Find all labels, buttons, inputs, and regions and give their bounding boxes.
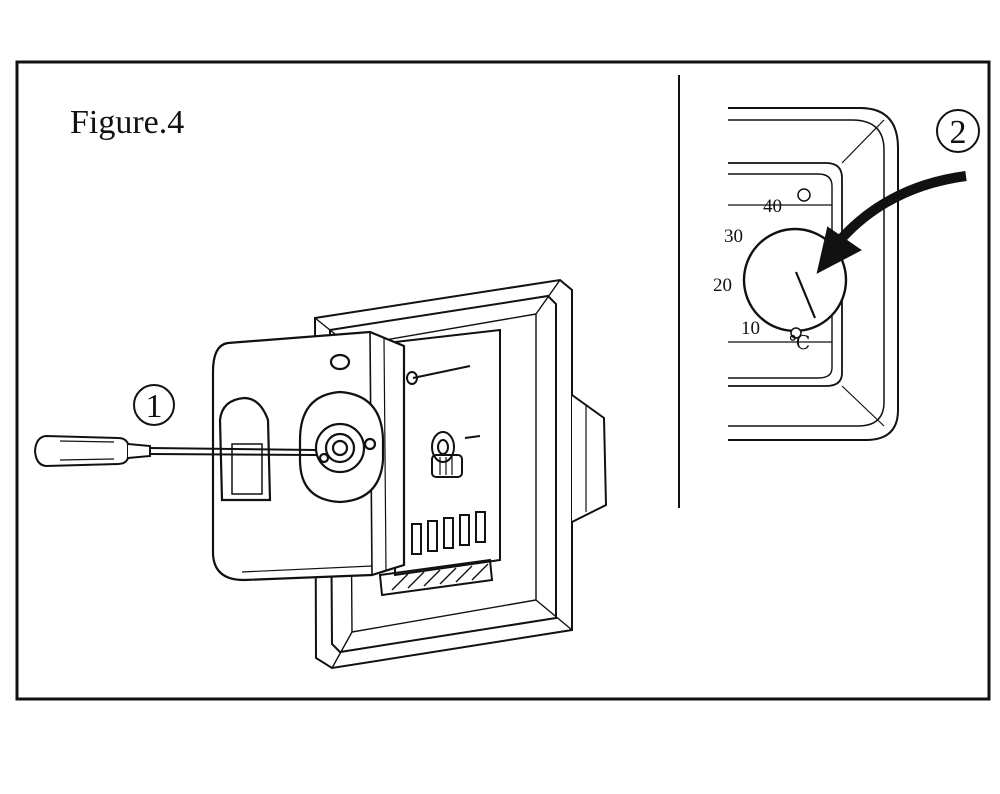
thermostat-front-cover <box>211 330 406 582</box>
temperature-knob <box>742 188 848 339</box>
step-one-marker: 1 <box>133 384 175 426</box>
dial-small-circle-top <box>797 188 811 202</box>
figure-border <box>15 60 991 701</box>
step-one-label: 1 <box>146 388 163 425</box>
step-two-marker: 2 <box>936 109 980 153</box>
figure-title: Figure.4 <box>70 104 184 141</box>
terminal-block <box>378 328 501 597</box>
rotate-arrow <box>816 171 967 274</box>
dial-small-circle-bottom <box>790 327 802 339</box>
step-two-label: 2 <box>950 114 967 151</box>
scale-label-10: 10 <box>741 318 760 339</box>
scale-label-30: 30 <box>724 226 743 247</box>
screwdriver <box>33 434 317 468</box>
scale-label-20: 20 <box>713 275 732 296</box>
scale-label-40: 40 <box>763 196 782 217</box>
knob-pointer <box>794 271 817 319</box>
unit-label: ℃ <box>789 333 810 354</box>
